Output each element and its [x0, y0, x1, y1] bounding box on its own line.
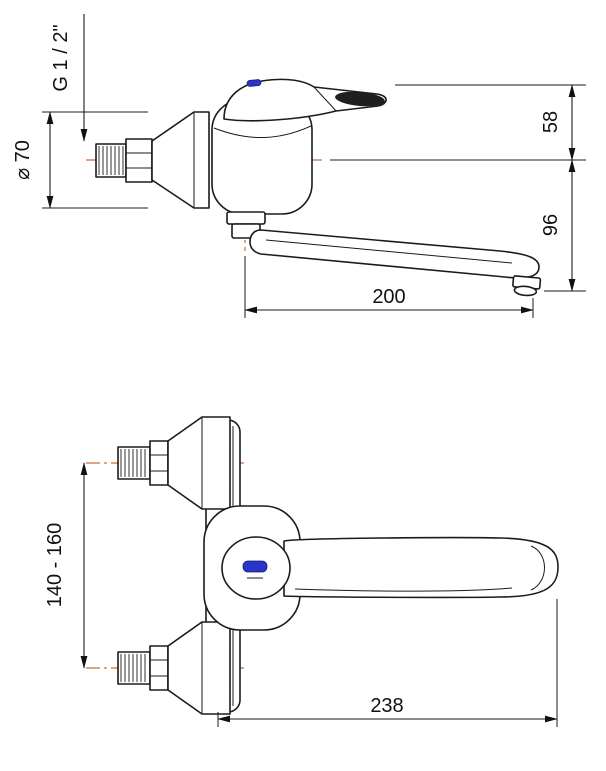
- aerator-outlet: [513, 285, 538, 297]
- spout-nut-upper: [226, 211, 266, 225]
- hex-nut-facets: [126, 152, 152, 169]
- escutcheon-cone: [167, 416, 231, 510]
- lever-and-spout: [283, 536, 559, 599]
- escutcheon-cone: [167, 621, 231, 715]
- top-view: G 1 / 2" ⌀ 70 58 96 200: [12, 14, 586, 318]
- temperature-indicator-top-view: [246, 79, 262, 87]
- thread-hatching: [120, 654, 146, 682]
- lever-tip-line: [530, 545, 545, 591]
- dimension-label-238: 238: [370, 695, 403, 717]
- dimension-label-96: 96: [540, 214, 562, 236]
- spout-inner-line: [265, 239, 513, 264]
- body-collar-line: [213, 125, 312, 139]
- spout: [249, 229, 540, 279]
- escutcheon-cone: [151, 111, 210, 209]
- hex-nut-facets: [150, 659, 168, 677]
- bottom-view: 140 - 160 238: [44, 416, 559, 727]
- dimension-label-thread-size: G 1 / 2": [50, 24, 72, 91]
- hex-nut: [125, 138, 153, 183]
- temperature-indicator-plan-view: [242, 560, 268, 573]
- hex-nut: [149, 645, 169, 691]
- lever-tip-shading: [335, 91, 385, 107]
- thread-hatching: [120, 449, 146, 477]
- dimension-label-200: 200: [372, 286, 405, 308]
- lever-joint-line: [313, 86, 337, 112]
- hex-nut-facets: [150, 454, 168, 472]
- dimension-label-58: 58: [540, 111, 562, 133]
- dimension-label-flange-diameter: ⌀ 70: [12, 140, 34, 180]
- wall-connection-lower: [117, 621, 231, 715]
- wall-connection-upper: [117, 416, 231, 510]
- thread-hatching: [98, 146, 124, 175]
- spout-under-line: [294, 587, 513, 592]
- hex-nut: [149, 440, 169, 486]
- dimension-label-140-160: 140 - 160: [44, 523, 66, 608]
- aerator: [512, 275, 542, 297]
